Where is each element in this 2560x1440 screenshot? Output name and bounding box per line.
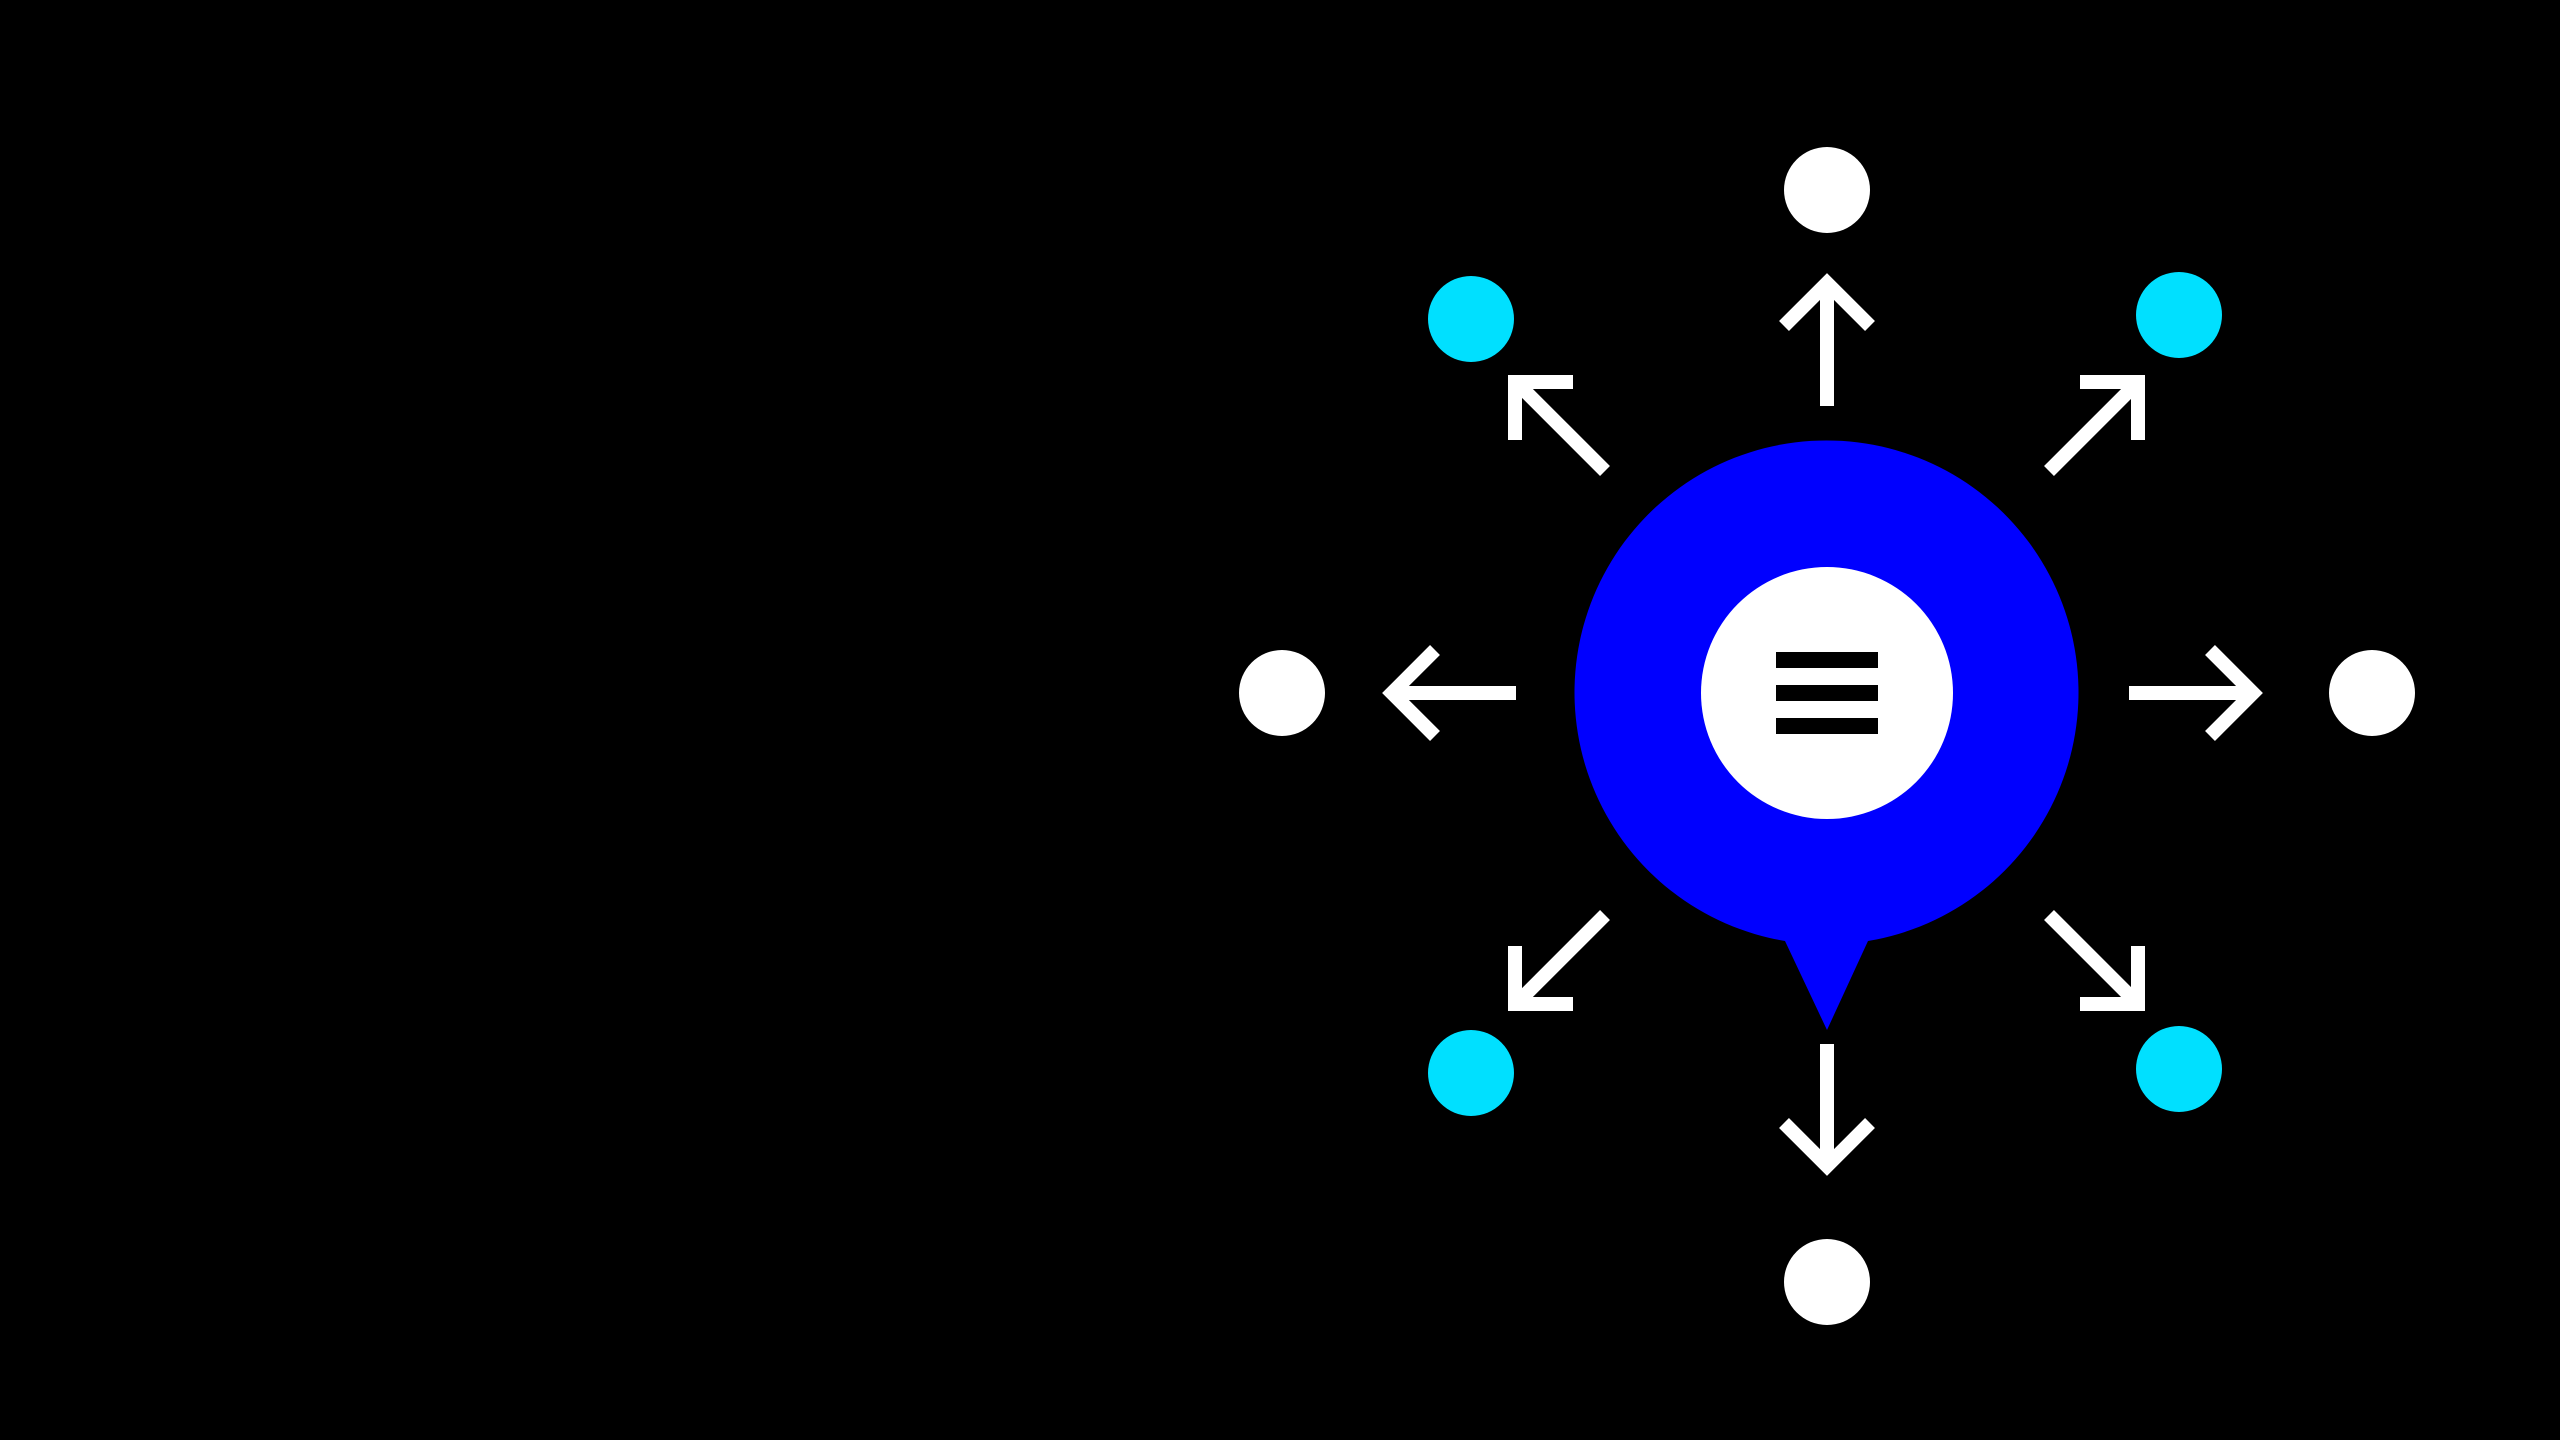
node-up: [1784, 147, 1870, 233]
arrow-right-icon: [2129, 645, 2263, 741]
hamburger-menu-icon: [1776, 652, 1878, 734]
arrow-left-icon: [1382, 645, 1516, 741]
arrow-up-left-icon: [1508, 375, 1610, 476]
arrow-up-right-icon: [2044, 375, 2145, 476]
arrow-down-icon: [1779, 1044, 1875, 1176]
node-down-right: [2136, 1026, 2222, 1112]
arrows: [1382, 273, 2263, 1176]
center-hub: [1574, 440, 2079, 1030]
arrow-down-left-icon: [1508, 910, 1610, 1011]
node-down: [1784, 1239, 1870, 1325]
node-up-left: [1428, 276, 1514, 362]
node-up-right: [2136, 272, 2222, 358]
nodes: [1239, 147, 2415, 1325]
arrow-down-right-icon: [2044, 910, 2145, 1011]
node-down-left: [1428, 1030, 1514, 1116]
node-left: [1239, 650, 1325, 736]
arrow-up-icon: [1779, 273, 1875, 406]
node-right: [2329, 650, 2415, 736]
